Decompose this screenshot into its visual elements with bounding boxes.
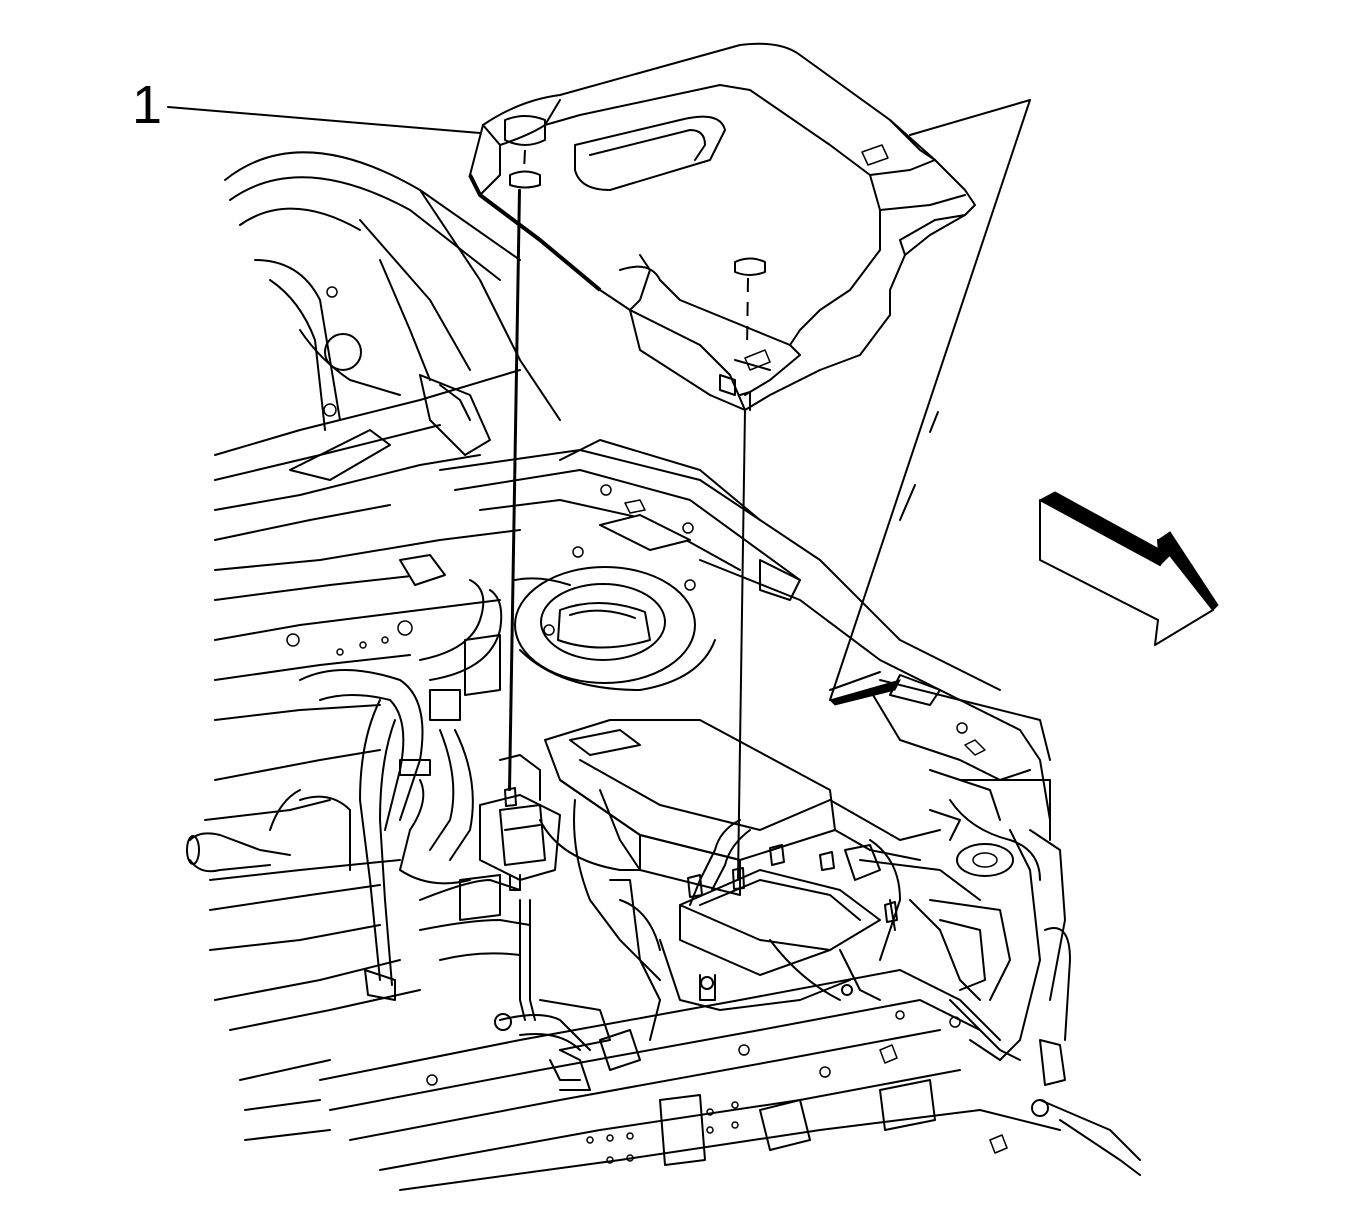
callout-label-1: 1 (132, 75, 163, 135)
direction-arrow-icon (1038, 491, 1219, 646)
battery-cover (468, 42, 976, 411)
callout-leader-1 (167, 106, 481, 134)
alignment-lines (504, 149, 749, 890)
view-lines (829, 99, 1031, 706)
body-structure (186, 151, 1141, 1191)
